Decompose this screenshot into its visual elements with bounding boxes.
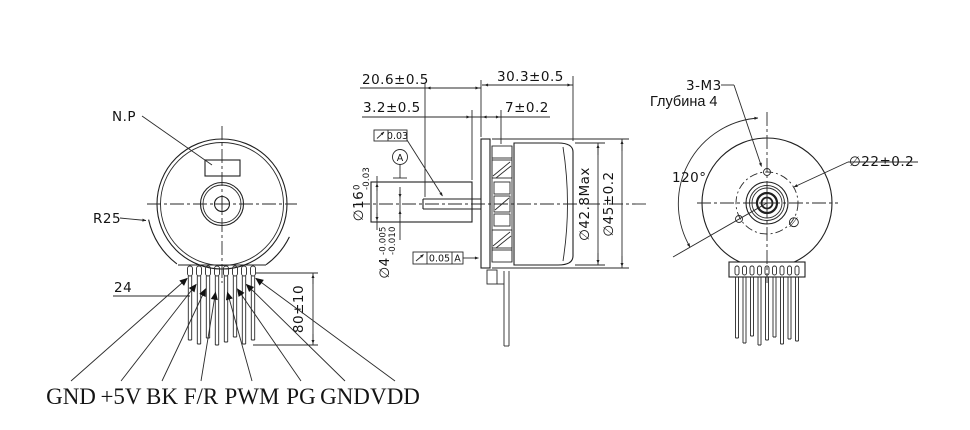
thread-leader [733, 84, 762, 167]
name-plate [204, 159, 241, 177]
dim-flange-dia: ∅45±0.2 [492, 138, 629, 269]
bolt-circle-leader [793, 161, 849, 188]
pin-label-1: GND [46, 384, 96, 409]
rear-pin-tops [734, 265, 800, 276]
front-flange-arc-left [148, 219, 178, 265]
r25-label: R25 [93, 211, 121, 227]
runout-icon-2 [415, 254, 424, 262]
m3-hole-symbol: ∅ [788, 215, 800, 231]
rear-wires [735, 277, 799, 346]
dim-hole-depth-label: 20.6±0.5 [362, 72, 429, 88]
pinout-labels: GND +5V BK F/R PWM PG GND VDD [46, 384, 420, 409]
runout-2-datum: A [454, 253, 461, 264]
dim-hole-depth: 20.6±0.5 [360, 72, 482, 197]
pin-label-6: PG [286, 384, 315, 409]
dim-hub-gap-label: 3.2±0.5 [363, 100, 421, 116]
angle-side-line [672, 202, 768, 258]
stack-details [491, 145, 513, 263]
runout-frame-1: 0.03 [373, 129, 443, 197]
datum-a-label: A [397, 153, 404, 164]
angle-label: 120° [672, 170, 707, 186]
body-dia-label: ∅42.8Max [577, 167, 593, 241]
depth-label: Глубина 4 [650, 94, 717, 110]
shaft-tol-upper: -0.005 [379, 226, 389, 255]
thread-label: 3-M3 [686, 78, 722, 94]
wire-length-label: 80±10 [291, 285, 307, 333]
runout-icon [376, 131, 385, 139]
hub-tol-upper: 0 [353, 184, 363, 190]
shaft-tol-lower: -0.010 [388, 226, 398, 255]
front-view: N.P R25 24 80±10 [46, 109, 420, 409]
pin-label-8: VDD [370, 384, 420, 409]
body-end-curve [562, 146, 568, 262]
pin-label-5: PWM [225, 384, 280, 409]
pin-label-4: F/R [184, 384, 219, 409]
flange-dia-label: ∅45±0.2 [601, 171, 617, 236]
dim-shaft-dia: ∅4 -0.005 -0.010 [377, 187, 402, 279]
np-leader [141, 115, 213, 166]
dim-front-section-label: 7±0.2 [505, 100, 549, 116]
dim-body-length-label: 30.3±0.5 [497, 69, 564, 85]
flange-outline [480, 138, 491, 269]
runout-1-value: 0.03 [387, 131, 408, 142]
runout-frame-2: 0.05 A [412, 251, 479, 265]
r25-leader [119, 217, 147, 222]
angle-arc [677, 116, 759, 248]
pin-label-2: +5V [100, 384, 141, 409]
datum-a: A [392, 149, 408, 179]
pinout-fan [70, 277, 396, 382]
hub-dia-label: ∅16 [351, 191, 367, 221]
hub-outline [370, 181, 473, 223]
shaft-hole-lines [422, 198, 481, 210]
front-flange-arc-right [265, 236, 290, 266]
dim-body-dia: ∅42.8Max [575, 142, 605, 266]
wire-exit [486, 269, 510, 347]
pin-label-3: BK [146, 384, 178, 409]
dim-hub-gap: 3.2±0.5 [362, 100, 550, 180]
front-wires [187, 276, 256, 346]
rear-view: ∅ 120° 3-M3 Глубина 4 ∅22±0.2 [650, 78, 918, 346]
pin-row-width-label: 24 [114, 280, 132, 296]
runout-2-value: 0.05 [429, 253, 450, 264]
dim-hub-dia: ∅16 0 -0.03 [351, 167, 379, 230]
hub-tol-lower: -0.03 [362, 167, 372, 190]
wire-length-dim: 80±10 [253, 272, 318, 346]
side-view: 20.6±0.5 30.3±0.5 3.2±0.5 7±0.2 0. [351, 69, 648, 347]
dim-body-length: 30.3±0.5 [482, 69, 574, 141]
np-label: N.P [112, 109, 136, 125]
m3-hole-top [763, 168, 771, 176]
dim-front-section: 7±0.2 [490, 100, 549, 144]
pin-label-7: GND [320, 384, 370, 409]
shaft-dia-label: ∅4 [377, 257, 393, 278]
body-outline [513, 142, 574, 266]
